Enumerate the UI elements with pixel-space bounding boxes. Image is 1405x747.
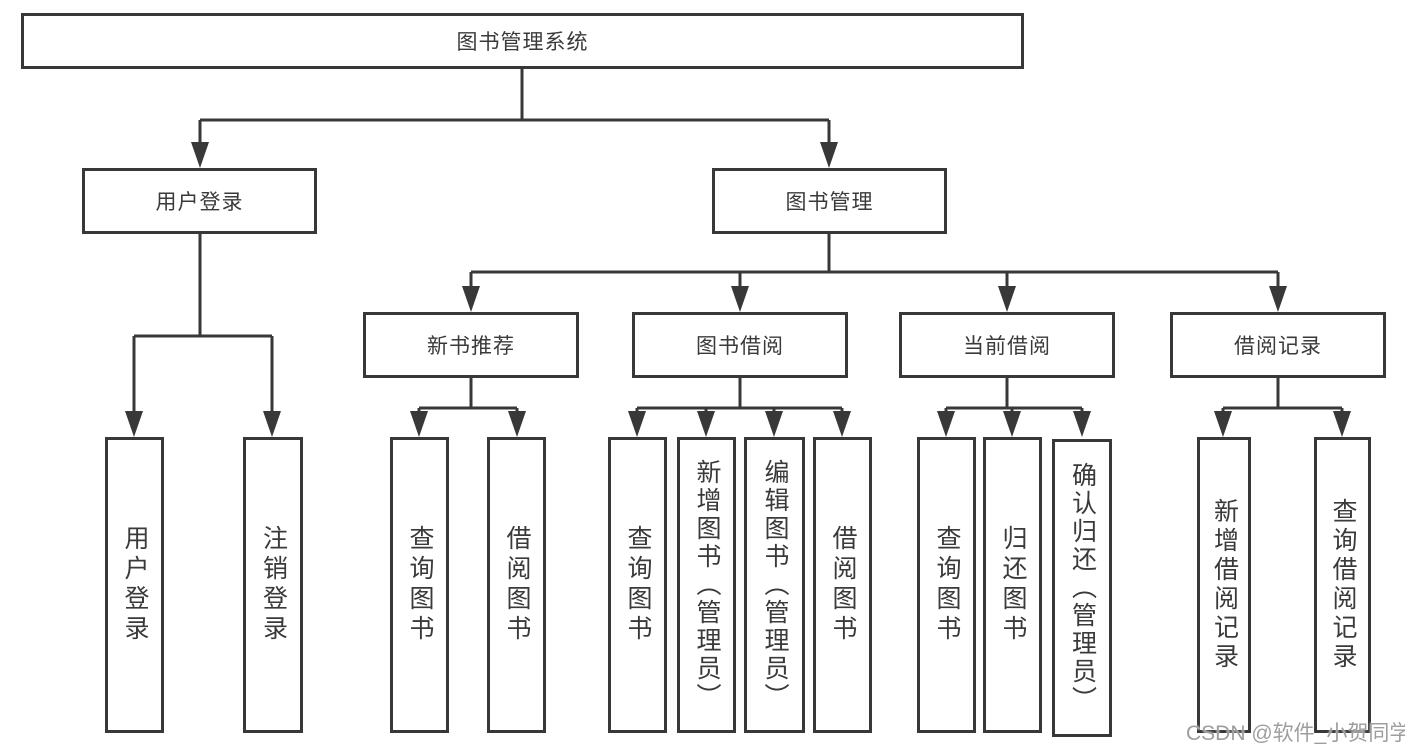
node-current-borrow: 当前借阅: [899, 312, 1115, 378]
leaf-add-book-admin: 新增图书（管理员）: [677, 437, 736, 733]
node-user-login: 用户登录: [82, 168, 317, 234]
node-new-book-recommend: 新书推荐: [363, 312, 579, 378]
connector-new-book-recommend: [417, 378, 519, 414]
leaf-confirm-return-admin: 确认归还（管理员）: [1052, 439, 1112, 737]
connector-book-management: [469, 234, 1280, 289]
arrowheads: [125, 142, 1351, 437]
leaf-borrow-book: 借阅图书: [813, 437, 872, 733]
leaf-user-login: 用户登录: [105, 437, 164, 733]
node-borrow-records: 借阅记录: [1170, 312, 1386, 378]
connector-book-borrow: [635, 378, 844, 414]
connector-user-login: [132, 234, 274, 414]
node-book-borrow: 图书借阅: [632, 312, 848, 378]
node-current-borrow-label: 当前借阅: [963, 335, 1051, 358]
leaf-borrow-book-recommend: 借阅图书: [487, 437, 546, 733]
connector-current-borrow: [944, 378, 1084, 414]
leaf-query-book-current: 查询图书: [917, 437, 976, 733]
node-book-management: 图书管理: [712, 168, 947, 234]
leaf-add-borrow-record: 新增借阅记录: [1197, 437, 1251, 733]
node-new-book-recommend-label: 新书推荐: [427, 335, 515, 358]
connector-root: [198, 68, 831, 145]
leaf-query-borrow-record: 查询借阅记录: [1314, 437, 1371, 733]
leaf-return-book: 归还图书: [983, 437, 1042, 733]
leaf-query-book-borrow: 查询图书: [608, 437, 667, 733]
node-book-borrow-label: 图书借阅: [696, 335, 784, 358]
node-root: 图书管理系统: [21, 13, 1024, 69]
leaf-logout: 注销登录: [243, 437, 303, 733]
connector-borrow-records: [1221, 378, 1344, 414]
node-root-label: 图书管理系统: [456, 31, 589, 54]
node-book-management-label: 图书管理: [785, 191, 874, 214]
node-borrow-records-label: 借阅记录: [1234, 335, 1322, 358]
node-user-login-label: 用户登录: [155, 191, 244, 214]
leaf-query-book-recommend: 查询图书: [390, 437, 449, 733]
leaf-edit-book-admin: 编辑图书（管理员）: [744, 437, 805, 733]
watermark: CSDN @软件_小贺同学: [1186, 722, 1405, 745]
